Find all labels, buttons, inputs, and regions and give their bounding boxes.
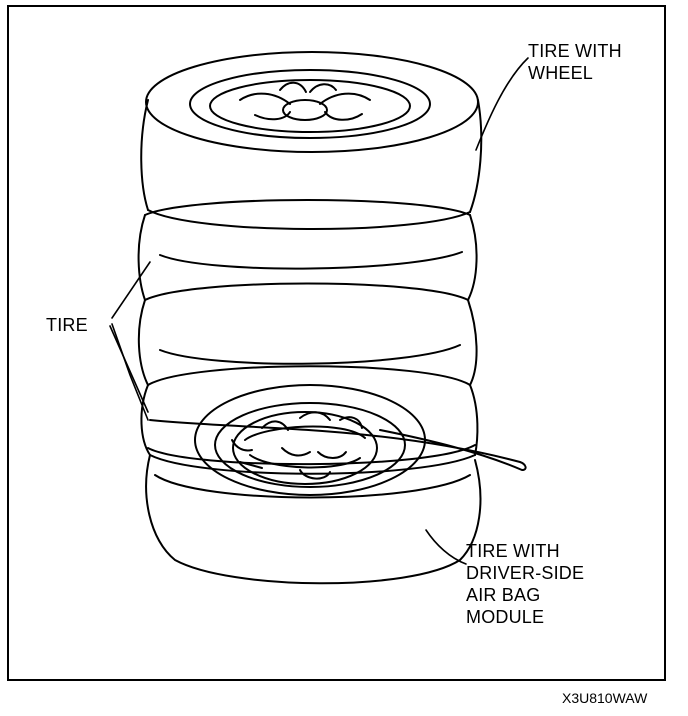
figure-code: X3U810WAW xyxy=(562,690,648,706)
label-line: WHEEL xyxy=(528,63,594,83)
leader-lines xyxy=(109,57,529,565)
figure-frame xyxy=(7,5,666,681)
label-tire-with-wheel: TIRE WITH WHEEL xyxy=(528,40,622,84)
label-line: DRIVER-SIDE xyxy=(466,563,585,583)
label-line: AIR BAG xyxy=(466,585,541,605)
label-tire: TIRE xyxy=(46,315,88,335)
label-line: TIRE WITH xyxy=(528,41,622,61)
label-line: TIRE WITH xyxy=(466,541,560,561)
label-line: MODULE xyxy=(466,607,545,627)
upper-tire xyxy=(137,199,478,301)
label-tire-with-air-bag-module: TIRE WITH DRIVER-SIDE AIR BAG MODULE xyxy=(466,540,584,628)
top-tire-with-wheel xyxy=(140,51,483,230)
bottom-tire xyxy=(145,444,482,585)
second-tire xyxy=(137,282,478,386)
third-tire xyxy=(140,365,479,496)
rope xyxy=(149,419,527,471)
